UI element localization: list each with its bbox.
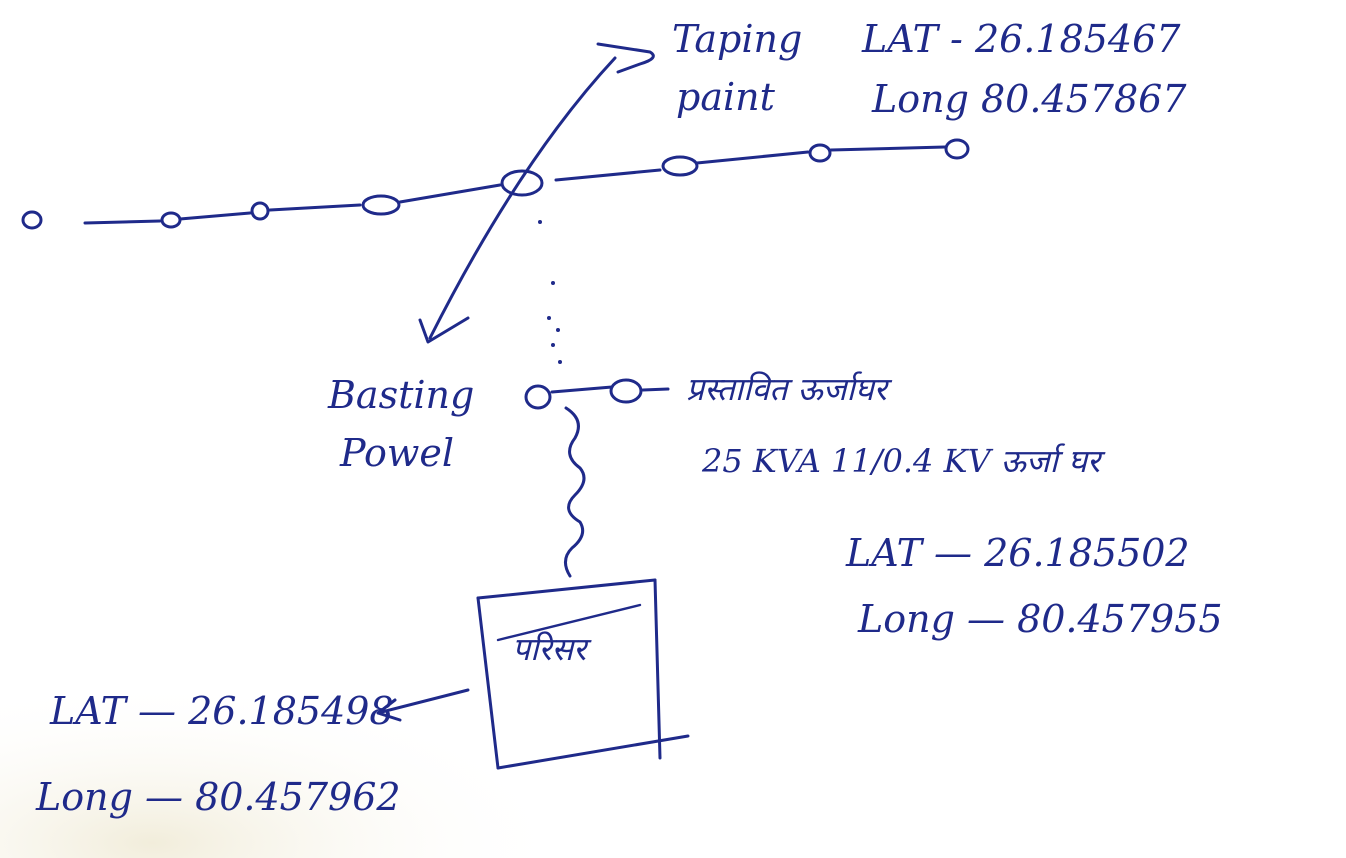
line-segment	[83, 219, 162, 225]
line-segment	[550, 385, 614, 394]
transformer-poles	[524, 378, 670, 410]
existing-pole-label-1: Basting	[327, 373, 474, 417]
line-segment	[695, 150, 810, 165]
pole-marker	[609, 378, 643, 404]
box-top	[476, 578, 657, 600]
arrowhead-top	[596, 42, 655, 74]
line-segment	[178, 211, 252, 221]
line-segment	[398, 183, 502, 204]
tapping-long: Long 80.457867	[871, 77, 1187, 121]
box-right	[653, 578, 662, 760]
transformer-rating: 25 KVA 11/0.4 KV ऊर्जा घर	[701, 442, 1106, 480]
tapping-arrow	[418, 42, 655, 344]
pole-marker	[160, 211, 182, 229]
diagonal-line	[428, 56, 617, 340]
box-label: परिसर	[512, 630, 592, 668]
line-segment	[554, 168, 662, 182]
box-underline	[496, 603, 642, 642]
pole-marker	[250, 201, 270, 221]
pole-marker	[944, 138, 970, 160]
box-left	[476, 596, 500, 770]
transformer-long: Long — 80.457955	[857, 597, 1223, 641]
tapping-pole	[500, 169, 544, 197]
box-long: Long — 80.457962	[35, 775, 401, 819]
box-lat: LAT — 26.185498	[49, 689, 394, 733]
box-bottom	[496, 734, 690, 770]
line-segment	[829, 145, 947, 152]
tapping-label-1: Taping	[672, 17, 802, 61]
pole-marker	[808, 143, 832, 163]
line-segment	[268, 203, 362, 212]
transformer-lat: LAT — 26.185502	[845, 531, 1190, 575]
pole-marker	[21, 210, 43, 230]
main-line	[21, 138, 970, 230]
pole-marker	[661, 155, 699, 177]
dash	[641, 387, 670, 392]
dotted-line	[538, 220, 562, 364]
service-cable	[564, 406, 586, 578]
pole-marker	[361, 194, 401, 216]
tapping-label-2: paint	[676, 75, 776, 119]
premises-box	[476, 578, 690, 770]
pointer-arrow	[376, 688, 470, 722]
paper-shading	[0, 560, 760, 858]
tapping-lat: LAT - 26.185467	[861, 17, 1181, 61]
pole-marker	[524, 384, 552, 410]
arrowhead-bottom	[418, 316, 470, 344]
transformer-label: प्रस्तावित ऊर्जाघर	[686, 370, 893, 408]
existing-pole-label-2: Powel	[339, 431, 454, 475]
